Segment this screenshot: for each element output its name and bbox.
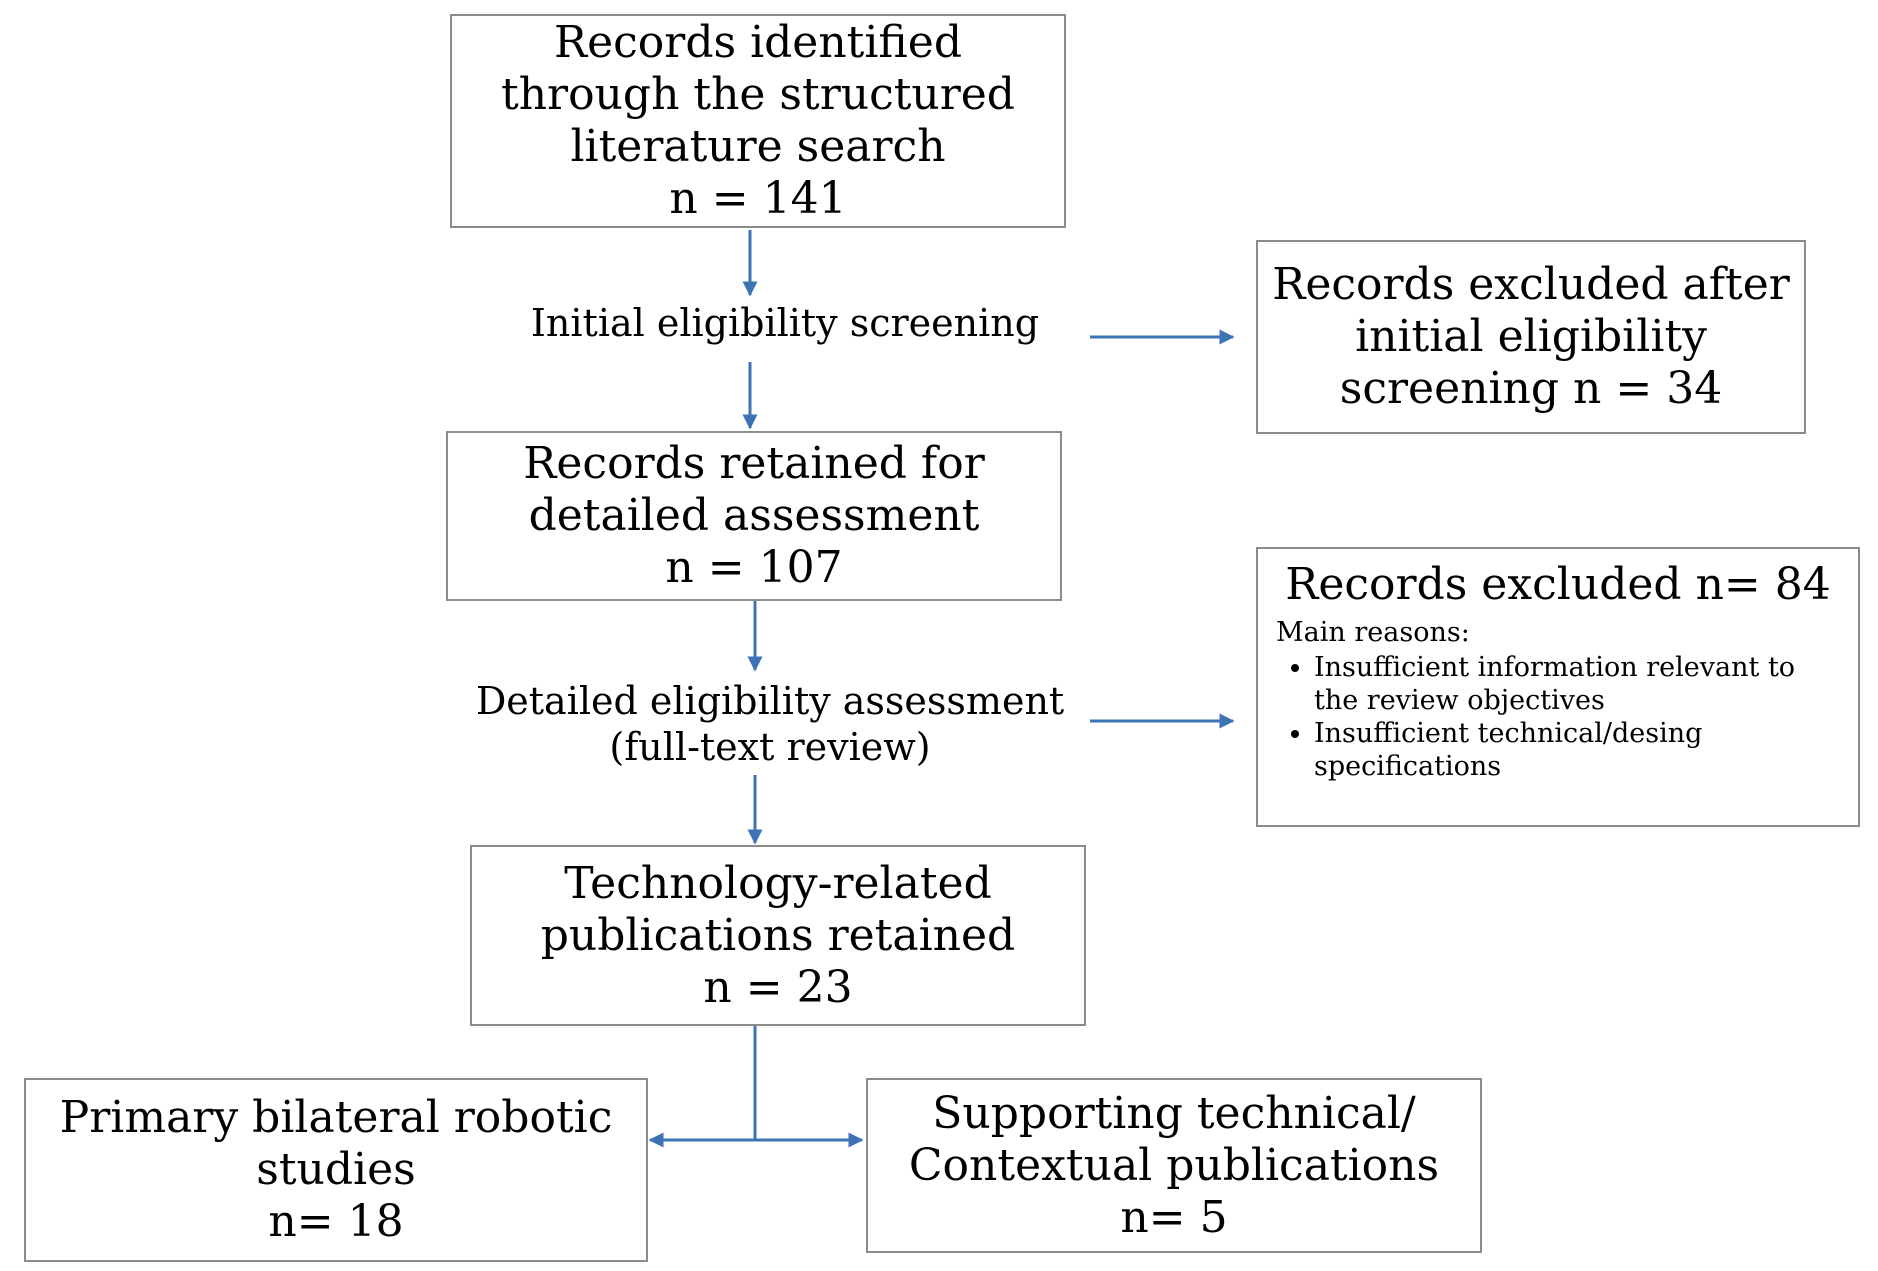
retained-count: n = 107	[665, 542, 843, 593]
identified-line-1: Records identified	[554, 17, 962, 68]
tech-line-1: Technology-related	[564, 857, 992, 909]
screening-label: Initial eligibility screening	[530, 301, 1040, 345]
box-records-excluded-detailed: Records excluded n= 84 Main reasons: Ins…	[1256, 547, 1860, 827]
reason-item: Insufficient information relevant to the…	[1314, 651, 1858, 717]
box-primary-studies: Primary bilateral robotic studies n= 18	[24, 1078, 648, 1262]
excluded-initial-line-1: Records excluded after	[1272, 259, 1790, 310]
reasons-label: Main reasons:	[1276, 617, 1470, 648]
supporting-count: n= 5	[1120, 1191, 1228, 1243]
identified-line-3: literature search	[570, 121, 946, 172]
tech-count: n = 23	[703, 961, 853, 1013]
excluded-detailed-title: Records excluded n= 84	[1285, 559, 1831, 610]
assessment-line-2: (full-text review)	[609, 725, 931, 769]
supporting-line-1: Supporting technical/	[932, 1087, 1416, 1139]
assessment-line-1: Detailed eligibility assessment	[475, 679, 1065, 723]
retained-line-1: Records retained for	[523, 438, 985, 489]
primary-line-1: Primary bilateral robotic	[59, 1092, 613, 1143]
retained-line-2: detailed assessment	[528, 490, 980, 541]
identified-count: n = 141	[669, 173, 847, 224]
reason-item: Insufficient technical/desing specificat…	[1314, 717, 1858, 783]
box-supporting-publications: Supporting technical/ Contextual publica…	[866, 1078, 1482, 1253]
step-initial-screening: Initial eligibility screening	[470, 300, 1100, 346]
excluded-initial-line-2: initial eligibility	[1355, 311, 1707, 362]
primary-line-2: studies	[256, 1144, 416, 1195]
step-detailed-assessment: Detailed eligibility assessment (full-te…	[440, 678, 1100, 770]
supporting-line-2: Contextual publications	[908, 1139, 1440, 1191]
box-records-excluded-initial: Records excluded after initial eligibili…	[1256, 240, 1806, 434]
box-records-retained: Records retained for detailed assessment…	[446, 431, 1062, 601]
primary-count: n= 18	[268, 1196, 404, 1247]
reasons-list: Insufficient information relevant to the…	[1258, 651, 1858, 783]
box-tech-retained: Technology-related publications retained…	[470, 845, 1086, 1026]
excluded-initial-line-3: screening n = 34	[1339, 363, 1723, 414]
identified-line-2: through the structured	[501, 69, 1015, 120]
tech-line-2: publications retained	[540, 909, 1016, 961]
box-records-identified: Records identified through the structure…	[450, 14, 1066, 228]
